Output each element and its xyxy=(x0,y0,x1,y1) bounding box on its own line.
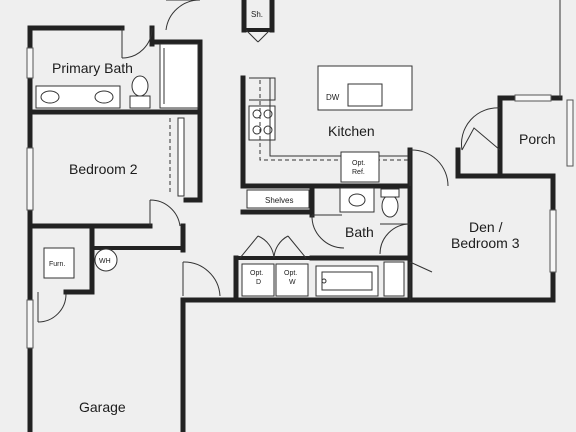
label-opt-ref-line2: Ref. xyxy=(352,169,365,176)
label-den-line2: Bedroom 3 xyxy=(451,235,520,251)
label-den-line1: Den / xyxy=(469,219,503,235)
label-porch: Porch xyxy=(519,131,556,147)
label-primary-bath: Primary Bath xyxy=(52,60,133,76)
door-laundry-right xyxy=(273,235,307,259)
shelves-box xyxy=(246,189,310,209)
kitchen-fixtures xyxy=(248,65,413,183)
bedroom2-closet-door xyxy=(177,117,185,197)
door-shower-closet xyxy=(245,29,271,43)
door-furnace xyxy=(37,292,67,323)
fixture-labels: Sh. DW Opt. Ref. Shelves Opt. D Opt. W F… xyxy=(49,10,365,286)
opt-washer-box xyxy=(275,263,309,297)
door-kitchen-hall xyxy=(409,149,449,187)
water-heater-circle xyxy=(94,248,118,272)
bath-sink xyxy=(348,193,366,207)
bath-tub-drain xyxy=(321,278,327,284)
primary-bath-fixtures xyxy=(35,43,199,109)
bath-toilet-tank xyxy=(380,188,400,198)
door-bath xyxy=(311,214,345,249)
utility-fixtures xyxy=(43,247,118,279)
primary-bath-sink-left xyxy=(40,90,60,104)
label-shower: Sh. xyxy=(251,10,263,19)
label-kitchen: Kitchen xyxy=(328,123,375,139)
bath-vanity xyxy=(339,187,375,213)
bath-fixtures xyxy=(241,187,405,297)
opt-ref-box xyxy=(340,151,380,183)
label-dishwasher: DW xyxy=(326,93,340,102)
primary-bath-sink-right xyxy=(94,90,114,104)
label-bath: Bath xyxy=(345,224,374,240)
burner-1 xyxy=(252,109,262,119)
walls xyxy=(27,0,563,432)
label-bedroom-2: Bedroom 2 xyxy=(69,161,138,177)
kitchen-island-sink xyxy=(347,83,383,107)
label-opt-w-line1: Opt. xyxy=(284,270,297,277)
furnace-box xyxy=(43,247,75,279)
primary-bath-shower xyxy=(159,43,199,109)
window-porch xyxy=(514,94,552,102)
label-opt-ref-line1: Opt. xyxy=(352,160,365,167)
window-garage xyxy=(26,299,34,349)
window-den xyxy=(549,209,557,273)
kitchen-island xyxy=(317,65,413,111)
kitchen-counter-outline xyxy=(249,77,276,101)
door-primary-bath xyxy=(121,27,153,59)
bath-toilet-bowl xyxy=(381,194,399,218)
door-laundry-left xyxy=(239,235,275,259)
label-furnace: Furn. xyxy=(49,261,65,268)
doors xyxy=(37,0,501,323)
label-water-heater: WH xyxy=(99,258,111,265)
room-labels: Primary Bath Bedroom 2 Kitchen Porch Bat… xyxy=(52,60,556,415)
door-garage xyxy=(182,261,221,297)
door-den-closet xyxy=(409,261,433,300)
burner-2 xyxy=(263,109,273,119)
label-opt-d-line2: D xyxy=(256,279,261,286)
label-opt-w-line2: W xyxy=(289,279,296,286)
label-garage: Garage xyxy=(79,399,126,415)
burner-4 xyxy=(263,125,273,135)
door-porch xyxy=(461,107,501,151)
bath-tub xyxy=(315,265,379,297)
linen-closet xyxy=(383,261,405,297)
burner-3 xyxy=(252,125,262,135)
windows xyxy=(26,0,574,349)
window-bedroom2 xyxy=(26,147,34,211)
label-opt-d-line1: Opt. xyxy=(250,270,263,277)
window-primary-bath xyxy=(26,47,34,79)
door-den xyxy=(379,223,411,255)
door-north-hall xyxy=(165,0,200,31)
opt-dryer-box xyxy=(241,263,275,297)
label-shelves: Shelves xyxy=(265,196,293,205)
bedroom2-closet xyxy=(169,117,185,197)
primary-bath-toilet-tank xyxy=(129,95,151,109)
window-porch-east xyxy=(566,99,574,167)
door-bedroom2 xyxy=(149,199,181,227)
primary-bath-toilet-bowl xyxy=(131,75,149,97)
